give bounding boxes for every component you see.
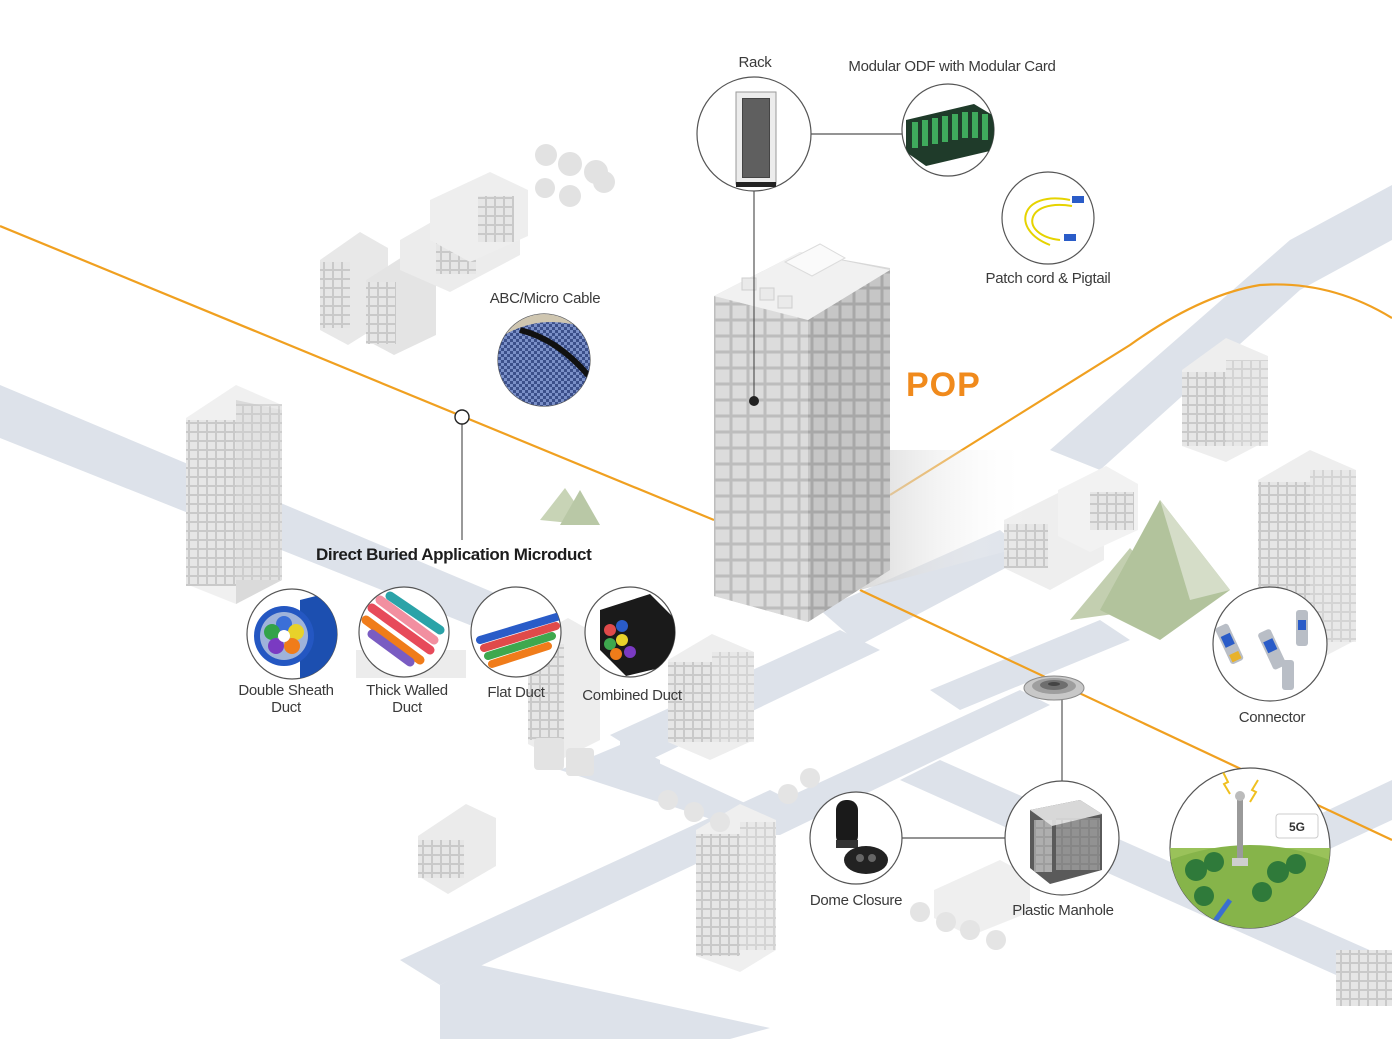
- circle-flat-duct[interactable]: [470, 586, 562, 678]
- building-mid-plaza: [668, 634, 754, 760]
- circle-odf[interactable]: [901, 83, 995, 177]
- building-south-east: [934, 860, 1392, 1006]
- patch-cord-label: Patch cord & Pigtail: [985, 270, 1111, 287]
- circle-abc-cable[interactable]: [496, 312, 592, 408]
- manhole-cover: [1023, 675, 1085, 701]
- circle-combined-duct[interactable]: [584, 586, 676, 678]
- flat-duct-label: Flat Duct: [487, 684, 545, 701]
- fiber-line-west: [0, 224, 715, 522]
- circle-5g-site[interactable]: 5G: [1169, 767, 1331, 929]
- mountains: [540, 488, 1230, 640]
- pop-tower: [714, 243, 1030, 622]
- building-southwest: [418, 804, 496, 894]
- microduct-heading: Direct Buried Application Microduct: [316, 545, 592, 564]
- dome-closure-label: Dome Closure: [809, 892, 903, 909]
- connector-label: Connector: [1238, 709, 1306, 726]
- odf-label: Modular ODF with Modular Card: [848, 58, 1056, 75]
- road-grid-a: [560, 690, 1050, 835]
- 5g-badge-box: [1275, 813, 1319, 839]
- circle-thick-walled[interactable]: [358, 586, 450, 678]
- building-cluster-north: [320, 144, 615, 355]
- road-grid-c: [440, 965, 770, 1039]
- fiber-tap-marker: [454, 409, 470, 425]
- circle-patch-cord[interactable]: [1001, 171, 1095, 265]
- 5g-badge: 5G: [1289, 820, 1305, 834]
- trees-south: [658, 768, 1006, 950]
- circle-dome-closure[interactable]: [809, 791, 903, 885]
- building-south-tall: [696, 804, 776, 972]
- combined-duct-label: Combined Duct: [582, 687, 682, 704]
- pop-marker: [749, 396, 759, 406]
- building-west-tall: [186, 385, 282, 604]
- double-sheath-label: Double Sheath Duct: [238, 682, 334, 716]
- thick-walled-label: Thick Walled Duct: [366, 682, 448, 716]
- plastic-manhole-label: Plastic Manhole: [1012, 902, 1114, 919]
- fiber-line-east: [889, 283, 1392, 496]
- circle-rack[interactable]: [696, 76, 812, 192]
- pop-label: POP: [906, 366, 981, 404]
- connector-lines: [461, 133, 1063, 839]
- abc-cable-label: ABC/Micro Cable: [489, 290, 601, 307]
- circle-connector[interactable]: [1212, 586, 1328, 702]
- rack-label: Rack: [738, 54, 772, 71]
- road-east: [1050, 185, 1392, 470]
- roads: [0, 185, 1392, 1039]
- circle-plastic-manhole[interactable]: [1004, 780, 1120, 896]
- road-grid-f: [930, 620, 1130, 710]
- building-east-a: [1182, 338, 1268, 462]
- circle-double-sheath[interactable]: [246, 588, 340, 680]
